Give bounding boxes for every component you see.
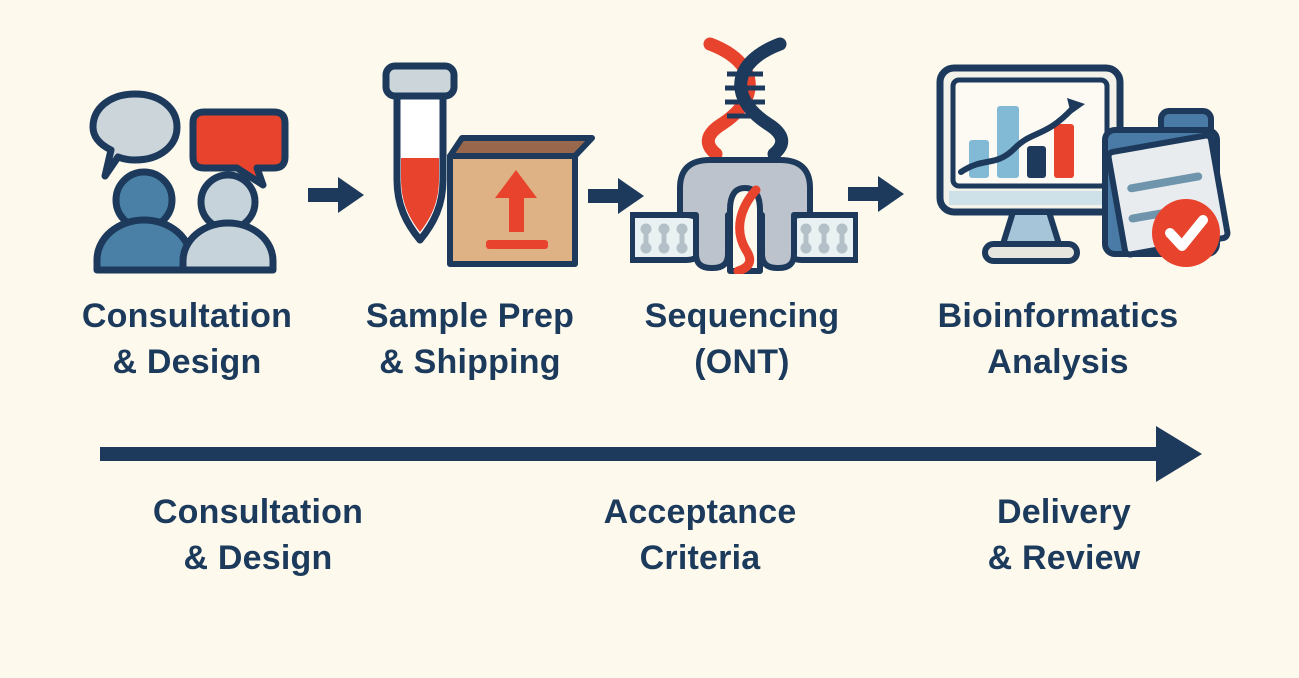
phase-label-line: Consultation bbox=[152, 493, 364, 531]
bioinformatics-icon bbox=[936, 64, 1231, 267]
check-icon bbox=[1152, 199, 1220, 267]
step-label-line: Consultation bbox=[81, 297, 293, 335]
step-label-sequencing: Sequencing (ONT) bbox=[592, 293, 892, 385]
phase-label-delivery: Delivery & Review bbox=[914, 489, 1214, 581]
phase-label-line: Criteria bbox=[639, 539, 761, 577]
lipid-molecules bbox=[640, 223, 848, 254]
consultation-icon bbox=[89, 90, 289, 274]
right-arrow-icon bbox=[588, 178, 644, 214]
phase-label-acceptance: Acceptance Criteria bbox=[550, 489, 850, 581]
right-arrow-icon bbox=[848, 176, 904, 212]
step-label-line: Sample Prep bbox=[365, 297, 575, 335]
step-label-line: (ONT) bbox=[694, 343, 790, 381]
phase-label-line: & Design bbox=[183, 539, 333, 577]
step-label-sample-prep: Sample Prep & Shipping bbox=[320, 293, 620, 385]
step-label-consultation: Consultation & Design bbox=[37, 293, 337, 385]
phase-label-line: Acceptance bbox=[603, 493, 797, 531]
sample-prep-icon bbox=[382, 62, 595, 267]
right-arrow-icon bbox=[308, 177, 364, 213]
step-label-line: & Shipping bbox=[379, 343, 561, 381]
step-label-line: Bioinformatics bbox=[937, 297, 1179, 335]
sequencing-icon bbox=[630, 37, 858, 274]
report-folder-icon bbox=[1102, 108, 1231, 267]
phase-label-consultation: Consultation & Design bbox=[108, 489, 408, 581]
step-label-line: Analysis bbox=[987, 343, 1129, 381]
step-label-bioinformatics: Bioinformatics Analysis bbox=[908, 293, 1208, 385]
bar-chart-icon bbox=[958, 98, 1085, 178]
step-label-line: Sequencing bbox=[644, 297, 840, 335]
phase-label-line: Delivery bbox=[997, 493, 1131, 531]
step-label-line: & Design bbox=[112, 343, 262, 381]
timeline-arrow-icon bbox=[100, 426, 1202, 482]
phase-label-line: & Review bbox=[987, 539, 1141, 577]
